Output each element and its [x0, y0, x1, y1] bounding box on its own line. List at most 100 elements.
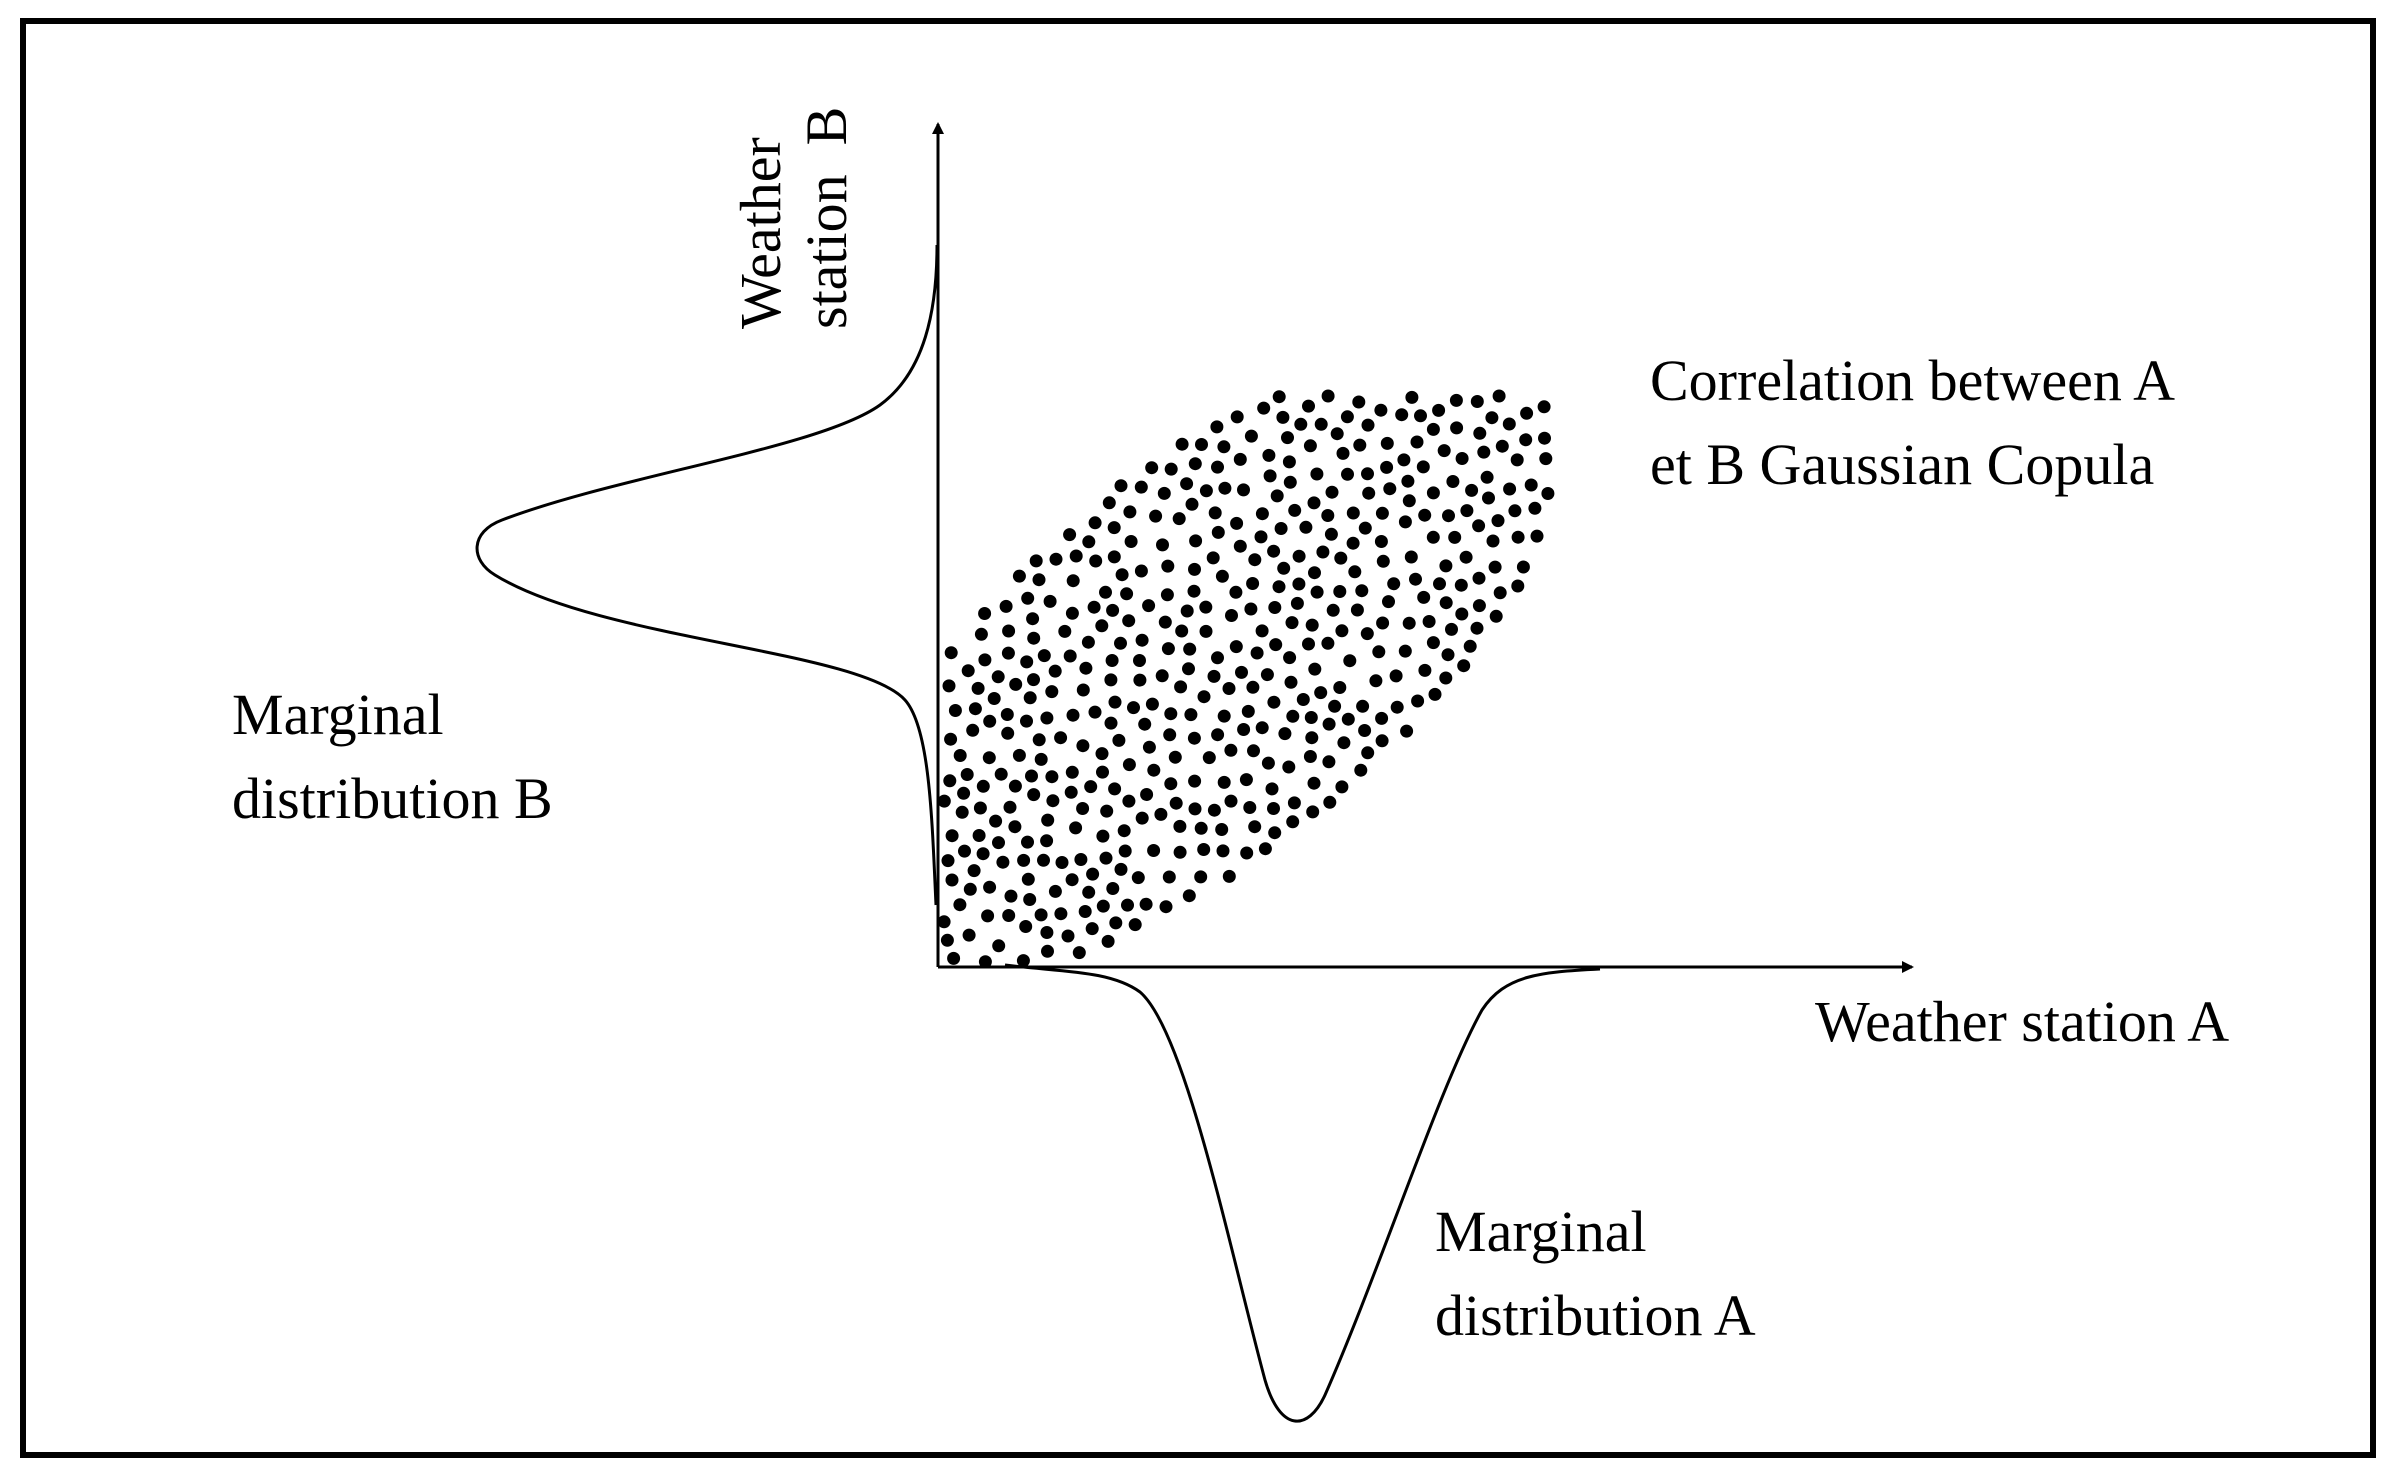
scatter-point [1355, 584, 1369, 598]
scatter-point [1261, 756, 1275, 770]
scatter-point [1049, 552, 1063, 566]
scatter-point [976, 779, 990, 793]
scatter-point [1276, 410, 1290, 424]
scatter-point [1307, 496, 1321, 510]
scatter-point [999, 599, 1013, 613]
scatter-point [1520, 406, 1534, 420]
scatter-point [1099, 585, 1112, 599]
scatter-point [1537, 400, 1551, 414]
scatter-point [1027, 788, 1041, 802]
scatter-point [1055, 856, 1069, 869]
scatter-point [1389, 669, 1403, 683]
marginal-a-label-line-1: Marginal [1435, 1199, 1647, 1264]
scatter-point [1397, 453, 1411, 467]
scatter-point [1308, 662, 1322, 676]
scatter-point [1076, 739, 1090, 753]
scatter-point [1099, 851, 1113, 865]
scatter-point [1382, 595, 1395, 609]
scatter-point [1188, 562, 1201, 576]
scatter-point [1008, 779, 1022, 793]
scatter-point [1115, 568, 1129, 582]
scatter-point [1294, 417, 1308, 431]
scatter-point [1222, 682, 1236, 695]
scatter-point [1025, 769, 1038, 783]
marginal-a-label: Marginal distribution A [1435, 1190, 1756, 1358]
scatter-point [1040, 834, 1054, 848]
scatter-point [1037, 649, 1051, 663]
scatter-point [1087, 600, 1101, 614]
scatter-point [1069, 821, 1083, 835]
scatter-point [944, 646, 958, 660]
scatter-point [1502, 417, 1516, 431]
scatter-point [1485, 411, 1499, 425]
scatter-point [1122, 794, 1136, 808]
scatter-point [1250, 646, 1264, 660]
scatter-point [1538, 431, 1551, 445]
scatter-point [945, 873, 959, 887]
scatter-point [1161, 559, 1175, 573]
scatter-point [1211, 728, 1225, 742]
scatter-point [1133, 654, 1146, 667]
scatter-point [1163, 728, 1177, 742]
scatter-point [982, 751, 996, 765]
scatter-point [1247, 744, 1260, 758]
scatter-point [1072, 946, 1086, 960]
scatter-point [1114, 479, 1128, 493]
scatter-point [1472, 599, 1486, 613]
scatter-point [1127, 701, 1140, 715]
scatter-point [1045, 685, 1059, 699]
scatter-point [1268, 601, 1282, 614]
scatter-point [1257, 401, 1271, 415]
scatter-point [1272, 580, 1286, 594]
scatter-point [1439, 559, 1453, 573]
scatter-point [1333, 585, 1347, 598]
scatter-point [1352, 395, 1366, 409]
scatter-point [1054, 907, 1068, 921]
scatter-point [1215, 569, 1229, 583]
scatter-point [1284, 675, 1298, 689]
scatter-point [991, 670, 1005, 684]
scatter-point [1162, 870, 1176, 884]
scatter-point [976, 847, 990, 861]
scatter-point [1142, 740, 1156, 754]
scatter-point [963, 882, 977, 896]
scatter-point [1009, 677, 1023, 691]
scatter-point [1195, 438, 1208, 451]
scatter-point [1122, 758, 1136, 772]
scatter-point [1350, 603, 1364, 617]
scatter-point [961, 664, 975, 678]
scatter-point [1433, 577, 1446, 591]
scatter-point [1439, 596, 1453, 610]
scatter-point [1341, 467, 1354, 481]
scatter-point [1465, 483, 1479, 497]
scatter-point [1184, 708, 1198, 722]
correlation-label-line-1: Correlation between A [1650, 348, 2176, 413]
scatter-point [953, 898, 967, 912]
scatter-point [1486, 534, 1500, 548]
scatter-point [1224, 794, 1238, 808]
scatter-point [1145, 461, 1159, 475]
scatter-point [1437, 444, 1451, 458]
scatter-point [1182, 889, 1196, 903]
scatter-point [1281, 431, 1294, 445]
scatter-point [971, 681, 985, 695]
scatter-point [1254, 530, 1268, 544]
scatter-point [1335, 624, 1349, 638]
scatter-point [1346, 536, 1360, 550]
scatter-point [1285, 616, 1299, 630]
scatter-point [1046, 794, 1060, 808]
scatter-point [957, 786, 971, 800]
scatter-point [1470, 395, 1484, 408]
scatter-point [1448, 530, 1462, 544]
scatter-point [1040, 711, 1054, 725]
scatter-point [1304, 711, 1318, 724]
scatter-point [947, 951, 961, 965]
scatter-point [1117, 824, 1131, 838]
scatter-point [1076, 802, 1090, 815]
scatter-point [1360, 627, 1374, 641]
scatter-point [1102, 496, 1116, 510]
scatter-point [1135, 811, 1149, 825]
scatter-point [1021, 835, 1034, 849]
scatter-point [1066, 574, 1080, 588]
